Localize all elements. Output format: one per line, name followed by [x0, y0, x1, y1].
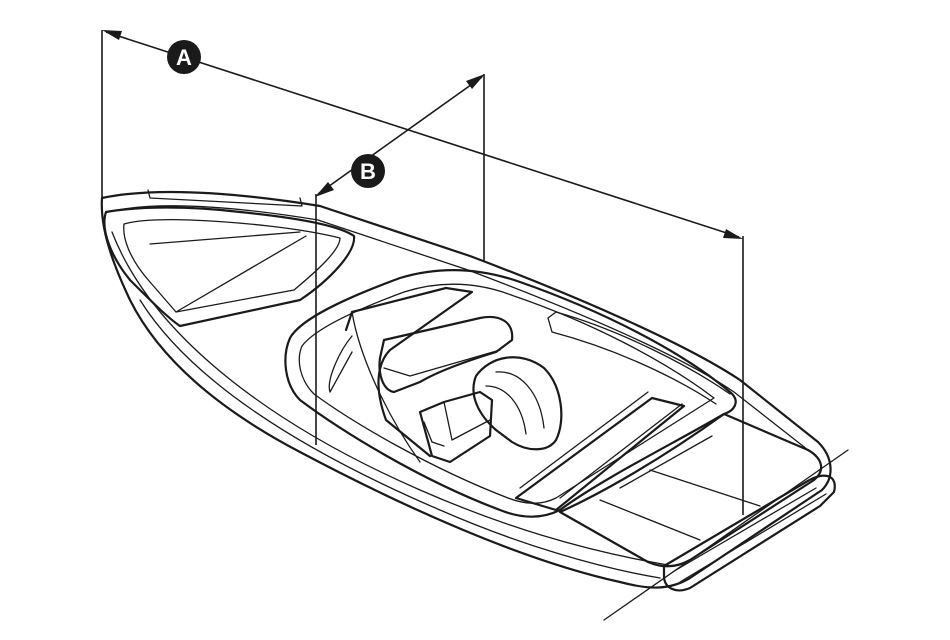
dimension-a-badge: A	[167, 40, 201, 74]
engine-cover	[472, 356, 563, 451]
hull-chine-line	[111, 231, 669, 566]
centerline	[603, 449, 849, 621]
driver-seat	[418, 390, 494, 464]
bow-bench	[149, 231, 307, 313]
dimension-a-arrow-left	[102, 30, 122, 40]
windshield-frame	[351, 287, 473, 463]
dimension-a: A	[101, 30, 744, 515]
helm-console-top	[383, 349, 501, 377]
bow-deck-inner	[123, 218, 341, 313]
dimension-a-label: A	[176, 45, 192, 70]
dimension-b: B	[315, 74, 485, 445]
bow-deck-outer	[103, 206, 356, 328]
boat	[100, 189, 849, 621]
hull-outline	[100, 190, 832, 589]
windshield-strut	[328, 335, 353, 393]
stern-deck	[558, 412, 823, 568]
windshield	[344, 286, 474, 458]
dimension-b-arrow-right	[466, 74, 485, 89]
gunwale-line	[107, 205, 809, 451]
engine-cover-ridge	[485, 371, 545, 435]
helm-console	[378, 315, 514, 394]
transom	[662, 474, 836, 592]
dimension-b-arrow-left	[315, 182, 334, 197]
transom-inner	[675, 487, 827, 583]
dimension-a-arrow-right	[723, 229, 743, 239]
dimension-b-line	[317, 76, 483, 195]
bow-hatch	[147, 189, 303, 207]
dimension-b-badge: B	[351, 154, 385, 188]
side-deck-right	[547, 311, 731, 405]
rear-bench-edge	[519, 391, 683, 499]
dimension-b-label: B	[360, 159, 376, 184]
dimension-a-line	[105, 31, 740, 238]
driver-seat-back	[423, 401, 491, 447]
rear-bench	[514, 396, 686, 512]
cockpit-inner	[298, 283, 715, 504]
hull-keel-line	[139, 299, 661, 579]
stern-deck-brace	[599, 435, 761, 541]
